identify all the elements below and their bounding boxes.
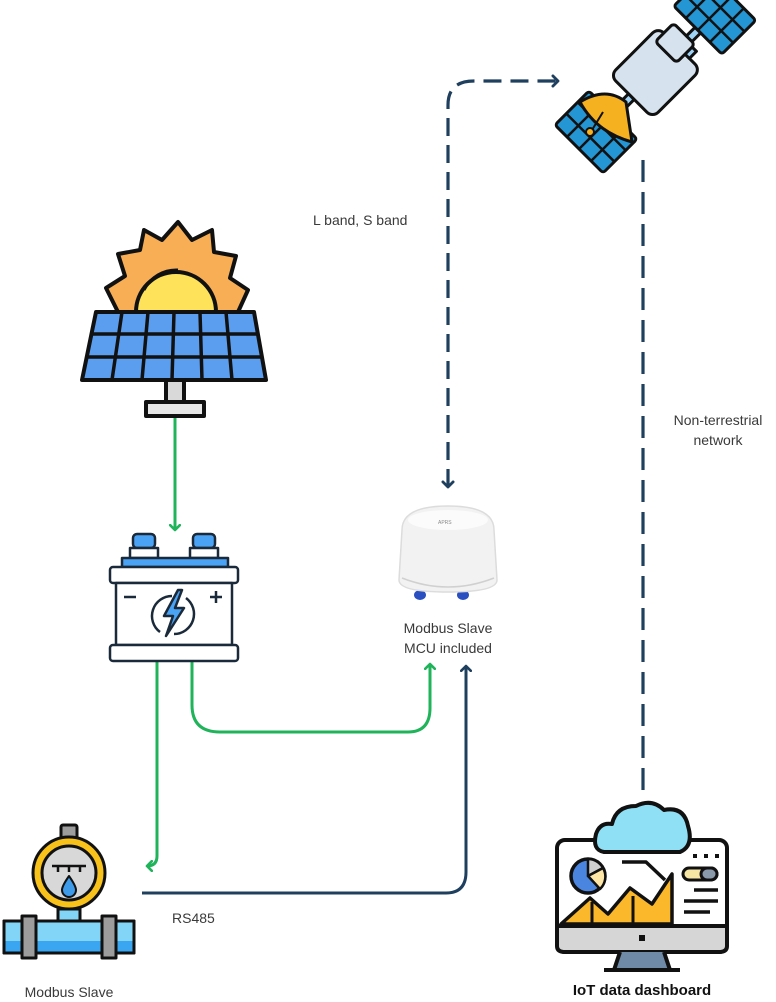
edge-gateway-satellite-link <box>448 81 558 487</box>
edge-label-rs485: RS485 <box>172 910 215 926</box>
edge-battery-to-gateway <box>190 662 430 734</box>
water-meter-icon <box>2 823 136 960</box>
iot-gateway-icon: APRS <box>398 505 498 600</box>
dashboard-label: IoT data dashboard <box>572 982 712 999</box>
edge-battery-to-meter <box>147 662 159 866</box>
satellite-icon <box>554 0 757 174</box>
meter-label: Modbus Slave <box>24 984 114 1000</box>
solar-panel-icon <box>80 220 268 418</box>
edge-label-line-1: Non-terrestrial <box>673 412 763 428</box>
battery-icon <box>108 532 240 663</box>
svg-text:APRS: APRS <box>438 520 452 526</box>
edge-label-non-terrestrial-network: Non-terrestrial network <box>668 410 768 450</box>
edge-meter-to-gateway-rs485 <box>142 666 466 895</box>
gateway-label-line-2: MCU included <box>404 640 492 656</box>
gateway-label-line-1: Modbus Slave <box>403 620 493 636</box>
dashboard-monitor-icon <box>555 800 729 972</box>
gateway-label: Modbus Slave MCU included <box>388 618 508 658</box>
edge-label-line-2: network <box>693 432 743 448</box>
edge-label-l-band-s-band: L band, S band <box>313 212 408 228</box>
